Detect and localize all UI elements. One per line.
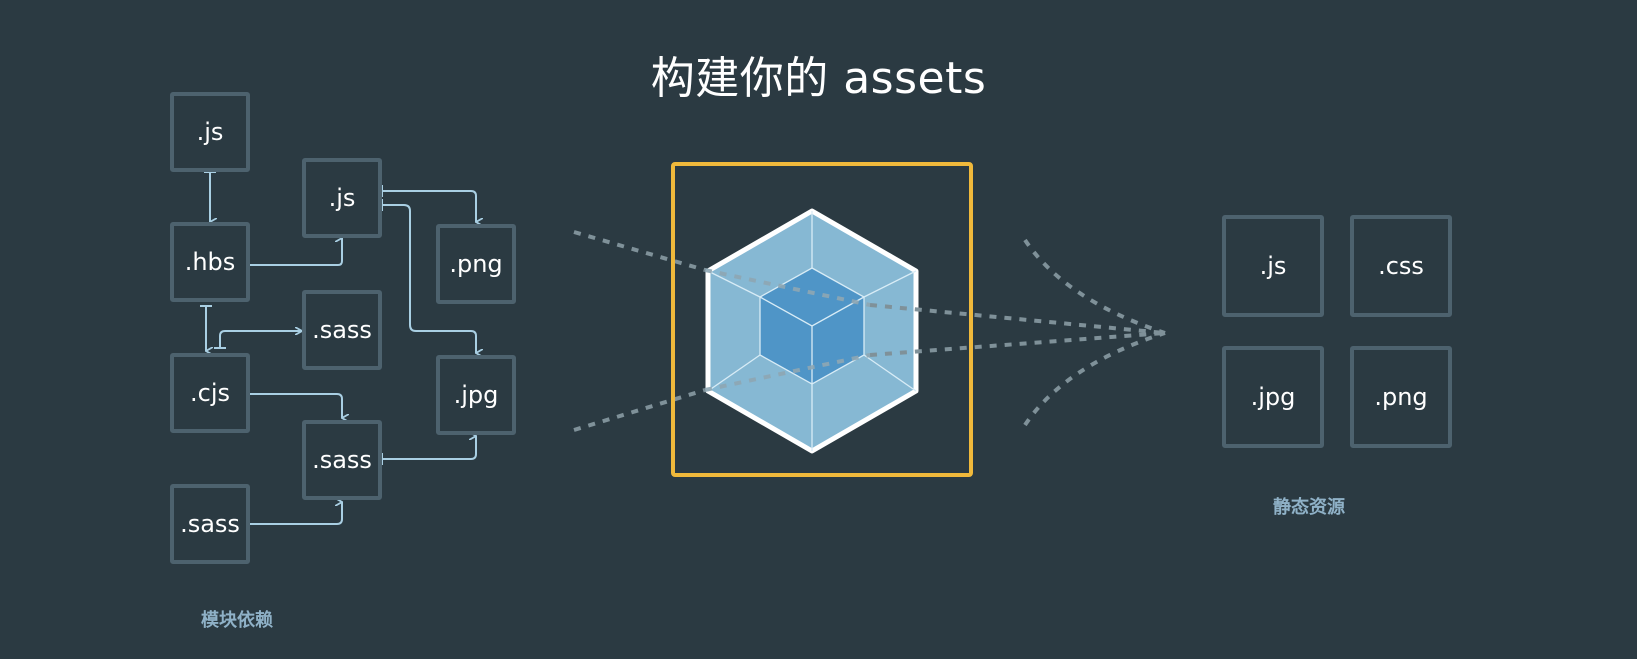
webpack-cube-icon — [705, 208, 919, 454]
module-box-png: .png — [436, 224, 516, 304]
module-box-hbs: .hbs — [170, 222, 250, 302]
asset-label: .png — [1374, 383, 1428, 411]
module-box-jpg: .jpg — [436, 355, 516, 435]
arrow-js-to-png — [382, 190, 476, 222]
module-box-cjs: .cjs — [170, 353, 250, 433]
module-box-js-mid: .js — [302, 158, 382, 238]
arrow-sass-bottom-to-sass-b — [250, 502, 343, 525]
arrow-hbs-to-js — [250, 238, 343, 266]
arrow-sass-b-to-jpg — [382, 436, 477, 460]
asset-box-js: .js — [1222, 215, 1324, 317]
module-label: .sass — [312, 316, 372, 344]
arrow-cjs-to-sass-b — [250, 393, 342, 418]
module-label: .cjs — [190, 379, 230, 407]
asset-box-css: .css — [1350, 215, 1452, 317]
module-box-js-top: .js — [170, 92, 250, 172]
module-label: .js — [328, 184, 356, 212]
module-label: .sass — [180, 510, 240, 538]
bundler-frame — [671, 162, 973, 477]
module-box-sass-a: .sass — [302, 290, 382, 370]
module-box-sass-bottom: .sass — [170, 484, 250, 564]
module-box-sass-b: .sass — [302, 420, 382, 500]
asset-label: .js — [1259, 252, 1287, 280]
asset-label: .jpg — [1250, 383, 1296, 411]
incoming-flow-lines — [573, 230, 706, 432]
module-label: .sass — [312, 446, 372, 474]
module-label: .js — [196, 118, 224, 146]
arrow-cjs-to-sass-a — [219, 331, 302, 348]
asset-box-jpg: .jpg — [1222, 346, 1324, 448]
module-label: .hbs — [184, 248, 236, 276]
outgoing-flow-lines — [869, 238, 1166, 427]
modules-caption: 模块依赖 — [201, 610, 273, 631]
page-title: 构建你的 assets — [650, 53, 987, 104]
static-assets-caption: 静态资源 — [1273, 497, 1345, 518]
module-label: .png — [449, 250, 503, 278]
through-flow-lines — [704, 268, 871, 392]
asset-label: .css — [1378, 252, 1424, 280]
asset-box-png: .png — [1350, 346, 1452, 448]
arrow-js-to-jpg — [382, 204, 476, 353]
module-label: .jpg — [453, 381, 499, 409]
